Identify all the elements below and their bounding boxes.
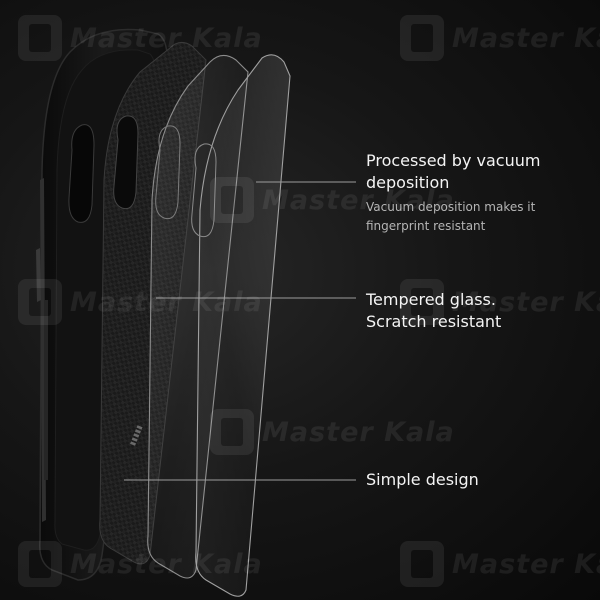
callout-subtitle: Vacuum deposition makes it fingerprint r…: [366, 200, 536, 233]
callout-simple-design: Simple design: [366, 469, 596, 491]
callout-tempered-glass: Tempered glass. Scratch resistant: [366, 289, 596, 333]
callout-title: Simple design: [366, 470, 479, 489]
case-camera-cutout: [68, 124, 95, 223]
callout-vacuum-deposition: Processed by vacuum deposition Vacuum de…: [366, 150, 596, 236]
callout-title: Processed by vacuum deposition: [366, 151, 541, 192]
vacuum-deposition-layer: [191, 54, 291, 597]
callout-title: Tempered glass. Scratch resistant: [366, 290, 502, 331]
